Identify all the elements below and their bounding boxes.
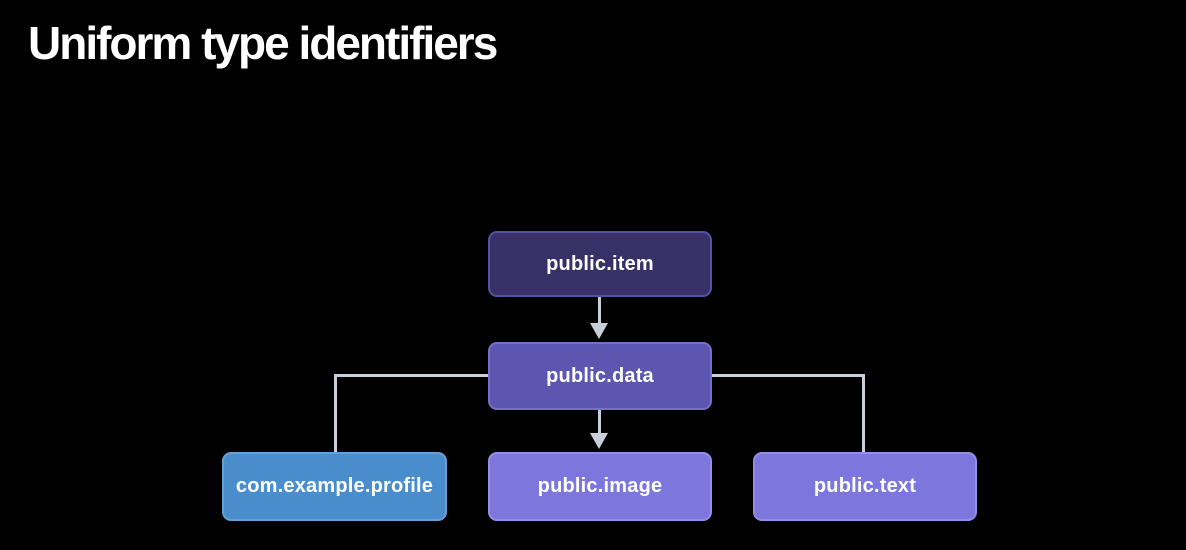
connector-data-to-text-horizontal [712,374,865,377]
connector-data-to-text-vertical [862,374,865,452]
node-com-example-profile: com.example.profile [222,452,447,521]
connector-item-to-data-line [598,297,601,323]
arrow-down-icon [590,323,608,339]
node-public-item: public.item [488,231,712,297]
node-public-text: public.text [753,452,977,521]
node-public-data-label: public.data [546,364,654,387]
node-public-text-label: public.text [813,475,917,497]
node-public-data: public.data [488,342,712,410]
page-title: Uniform type identifiers [28,17,498,69]
connector-data-to-image-line [598,410,601,433]
connector-data-to-profile-horizontal [334,374,488,377]
node-com-example-profile-label: com.example.profile [235,475,434,497]
node-public-item-label: public.item [546,252,654,275]
connector-data-to-profile-vertical [334,374,337,452]
node-public-image-label: public.image [537,475,663,497]
node-public-image: public.image [488,452,712,521]
arrow-down-icon [590,433,608,449]
